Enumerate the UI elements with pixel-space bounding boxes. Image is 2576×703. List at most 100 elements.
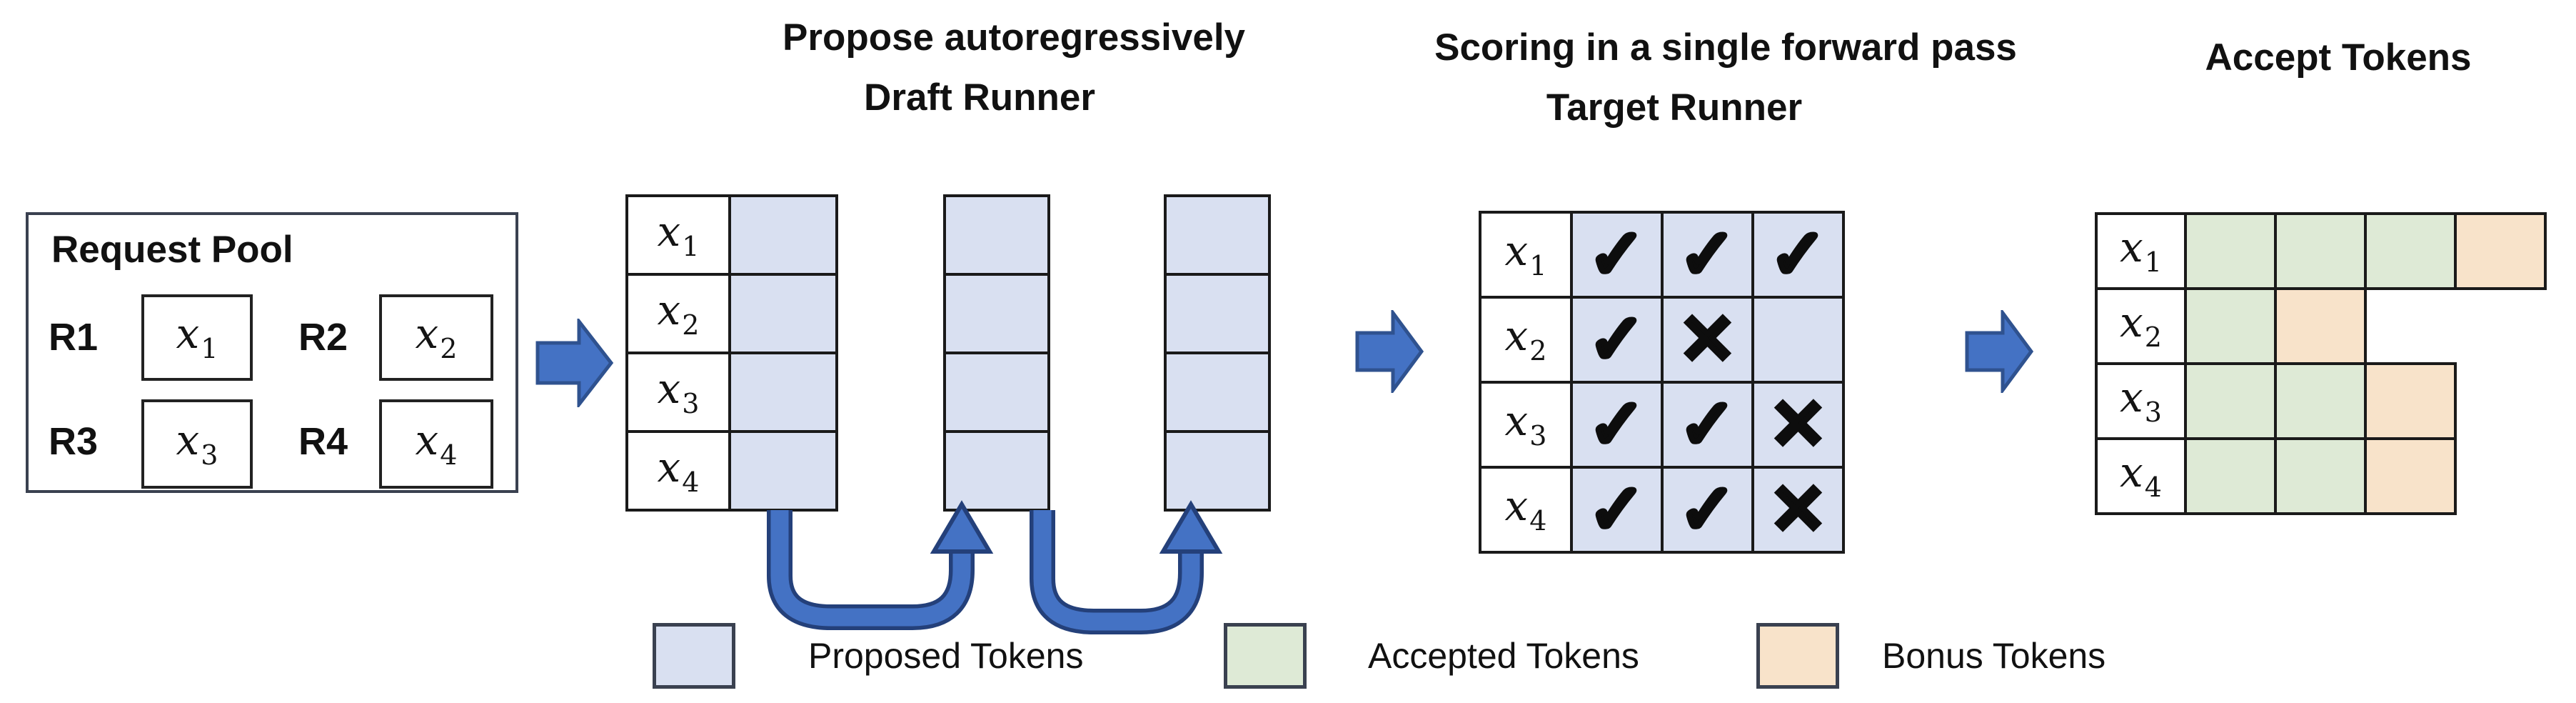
target-row-label-cell: x4 [1481, 469, 1570, 551]
legend-item-bonus: Bonus Tokens [1756, 623, 2106, 689]
token-label: x3 [176, 416, 218, 471]
legend-item-accepted: Accepted Tokens [1224, 623, 1639, 689]
accept-tokens-row: x4 [2095, 437, 2457, 515]
check-icon: ✓ [1586, 216, 1647, 293]
token-label: x3 [657, 364, 700, 419]
accepted-token-cell [2277, 440, 2364, 512]
draft-proposed-cell [1167, 433, 1268, 509]
accepted-token-cell [2187, 290, 2274, 362]
target-empty-cell [1754, 299, 1842, 381]
draft-proposed-cell [946, 354, 1047, 430]
flow-arrow-target-to-accept [1965, 310, 2033, 393]
legend-label-accepted: Accepted Tokens [1368, 636, 1639, 676]
request-id-label: R4 [298, 420, 348, 463]
accepted-token-swatch [1224, 623, 1307, 689]
accept-row-label-cell: x2 [2098, 290, 2184, 362]
draft-row-label-cell: x3 [628, 354, 728, 430]
legend-label-bonus: Bonus Tokens [1882, 636, 2106, 676]
cross-icon: ✕ [1677, 301, 1738, 378]
target-check-cell: ✓ [1754, 214, 1842, 296]
target-check-cell: ✓ [1573, 214, 1661, 296]
token-label: x2 [2120, 298, 2162, 353]
request-id-label: R3 [49, 420, 99, 463]
target-cross-cell: ✕ [1664, 299, 1751, 381]
request-token-box: x3 [141, 399, 253, 489]
draft-row-label-cell: x4 [628, 433, 728, 509]
check-icon: ✓ [1677, 216, 1738, 293]
target-check-cell: ✓ [1573, 469, 1661, 551]
token-label: x3 [2120, 373, 2162, 428]
draft-runner-grid-step1: x1 x2 x3 x4 [625, 194, 838, 512]
token-label: x4 [2120, 448, 2162, 503]
accept-tokens-row: x2 [2095, 287, 2367, 365]
draft-proposed-cell [946, 433, 1047, 509]
target-row-label-cell: x2 [1481, 299, 1570, 381]
token-label: x1 [176, 309, 218, 364]
draft-proposed-cell [731, 354, 835, 430]
loop-arrow-step2-to-step3 [1030, 500, 1223, 634]
proposed-token-swatch [653, 623, 735, 689]
check-icon: ✓ [1586, 301, 1647, 378]
draft-runner-grid-step2 [943, 194, 1050, 512]
bonus-token-cell [2367, 365, 2454, 437]
bonus-token-cell [2277, 290, 2364, 362]
target-check-cell: ✓ [1573, 384, 1661, 466]
accepted-token-cell [2187, 365, 2274, 437]
draft-proposed-cell [1167, 197, 1268, 273]
title-accept-tokens: Accept Tokens [2205, 36, 2472, 79]
request-id-label: R1 [49, 316, 99, 359]
draft-proposed-cell [731, 276, 835, 352]
token-label: x2 [1504, 311, 1547, 367]
draft-proposed-cell [1167, 354, 1268, 430]
accepted-token-cell [2367, 215, 2454, 287]
token-label: x4 [1504, 482, 1547, 537]
title-propose-autoregressively: Propose autoregressively [782, 16, 1246, 59]
target-check-cell: ✓ [1664, 214, 1751, 296]
check-icon: ✓ [1768, 216, 1828, 293]
check-icon: ✓ [1586, 471, 1647, 548]
accepted-token-cell [2277, 365, 2364, 437]
draft-proposed-cell [1167, 276, 1268, 352]
accepted-token-cell [2187, 215, 2274, 287]
target-runner-scoring-grid: x1 ✓ ✓ ✓ x2 ✓ ✕ x3 ✓ ✓ ✕ x4 ✓ ✓ ✕ [1479, 211, 1845, 554]
check-icon: ✓ [1586, 386, 1647, 463]
draft-row-label-cell: x1 [628, 197, 728, 273]
accept-tokens-row: x3 [2095, 362, 2457, 440]
request-id-label: R2 [298, 316, 348, 359]
bonus-token-cell [2367, 440, 2454, 512]
accept-tokens-row: x1 [2095, 212, 2547, 290]
check-icon: ✓ [1677, 471, 1738, 548]
target-check-cell: ✓ [1664, 384, 1751, 466]
title-draft-runner: Draft Runner [864, 76, 1095, 119]
loop-arrow-step1-to-step2 [767, 500, 994, 630]
token-label: x4 [657, 442, 700, 498]
request-pool-title: Request Pool [51, 229, 293, 271]
legend-item-proposed: Proposed Tokens [653, 623, 1084, 689]
bonus-token-cell [2457, 215, 2544, 287]
token-label: x1 [1504, 226, 1547, 281]
cross-icon: ✕ [1768, 471, 1828, 548]
title-scoring-single-pass: Scoring in a single forward pass [1434, 26, 2017, 69]
check-icon: ✓ [1677, 386, 1738, 463]
title-target-runner: Target Runner [1546, 86, 1803, 129]
target-check-cell: ✓ [1573, 299, 1661, 381]
token-label: x2 [657, 285, 700, 341]
legend-label-proposed: Proposed Tokens [808, 636, 1084, 676]
draft-row-label-cell: x2 [628, 276, 728, 352]
token-label: x4 [415, 416, 458, 471]
draft-runner-grid-step3 [1164, 194, 1271, 512]
draft-proposed-cell [731, 433, 835, 509]
request-token-box: x1 [141, 294, 253, 381]
flow-arrow-pool-to-draft [535, 319, 614, 407]
request-token-box: x2 [379, 294, 493, 381]
target-row-label-cell: x1 [1481, 214, 1570, 296]
accept-row-label-cell: x3 [2098, 365, 2184, 437]
cross-icon: ✕ [1768, 386, 1828, 463]
accept-row-label-cell: x1 [2098, 215, 2184, 287]
bonus-token-swatch [1756, 623, 1839, 689]
accepted-token-cell [2277, 215, 2364, 287]
target-cross-cell: ✕ [1754, 384, 1842, 466]
token-label: x3 [1504, 397, 1547, 452]
